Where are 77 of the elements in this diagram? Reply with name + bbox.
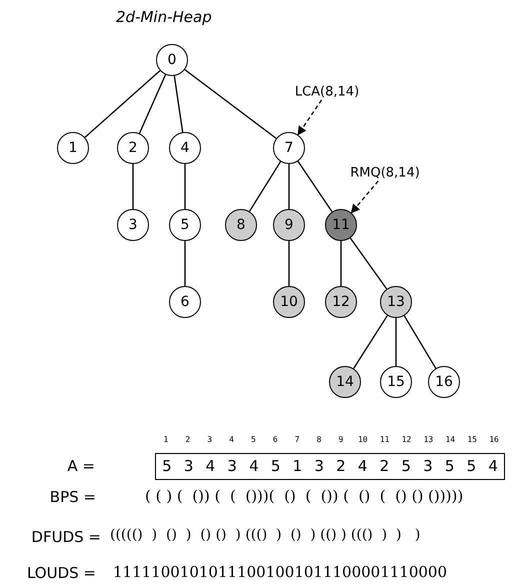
array-value: 2 [335,456,347,477]
index-number: 13 [424,435,434,444]
encoding-sequence: ((((() ) () ) () () ) ((() ) () ) (() ) ((() ) ) ) [110,527,420,543]
heap-node: 16 [428,366,460,398]
index-number: 7 [294,435,300,444]
index-number: 14 [446,435,456,444]
heap-node: 5 [169,209,201,241]
tree-edge [350,238,388,290]
array-value: 5 [270,456,282,477]
index-number: 15 [467,435,477,444]
index-number: 5 [251,435,256,444]
encoding-sequence: 11111001010111001001011100001110000 [113,563,448,581]
index-number: 9 [338,435,344,444]
query-label: LCA(8,14) [294,84,360,100]
heap-node: 13 [380,286,412,318]
index-number: 8 [316,435,322,444]
tree-edge [248,161,282,212]
heap-node: 11 [325,209,357,241]
index-number: 2 [185,435,190,444]
array-value: 4 [204,456,216,477]
tree-edge [353,315,388,369]
dashed-arrow [350,180,379,214]
array-value: 5 [444,456,456,477]
index-number: 10 [358,435,368,444]
index-number: 16 [489,435,499,444]
heap-node: 8 [225,209,257,241]
tree-edge [184,241,186,286]
index-number: 11 [380,435,390,444]
tree-edge [340,241,342,286]
tree-edge [297,160,333,212]
heap-node: 3 [117,209,149,241]
array-value: 4 [487,456,499,477]
heap-node: 0 [156,44,188,76]
encoding-sequence: ( ( ) ( ()) ( ( ()))( () ( ()) ( () ( () () ())))) [145,487,464,505]
index-number: 12 [402,435,412,444]
heap-node: 4 [169,132,201,164]
heap-node: 15 [380,366,412,398]
heap-node: 14 [329,366,361,398]
tree-edge [184,164,186,209]
array-value: 4 [356,456,368,477]
array-value: 5 [400,456,412,477]
heap-node: 10 [273,286,305,318]
tree-edge [132,164,134,209]
array-value: 5 [466,456,478,477]
array-value: 3 [182,456,194,477]
array-value: 5 [161,456,173,477]
array-value: 3 [226,456,238,477]
row-label: BPS = [50,488,96,506]
heap-node: 1 [57,132,89,164]
tree-edge [288,241,290,286]
tree-edge [404,315,436,369]
array-value: 1 [292,456,304,477]
array-value: 4 [248,456,260,477]
tree-edge [288,164,290,209]
index-number: 1 [164,435,168,444]
tree-edge [174,76,184,132]
query-label: RMQ(8,14) [350,166,420,180]
heap-node: 7 [273,132,305,164]
diagram-title: 2d-Min-Heap [116,8,212,26]
heap-node: 2 [117,132,149,164]
tree-edge [184,69,277,139]
array-value: 3 [422,456,434,477]
heap-node: 6 [169,286,201,318]
tree-edge [84,70,160,138]
array-value: 3 [313,456,325,477]
row-label: A = [67,457,95,475]
heap-node: 12 [325,286,357,318]
row-label: DFUDS = [31,528,101,546]
index-number: 3 [207,435,212,444]
array-value: 2 [378,456,390,477]
row-label: LOUDS = [26,564,96,582]
dashed-arrow [297,100,322,136]
index-number: 6 [272,435,278,444]
heap-node: 9 [273,209,305,241]
tree-edge [395,318,397,366]
index-number: 4 [229,435,234,444]
tree-edge [138,74,166,134]
